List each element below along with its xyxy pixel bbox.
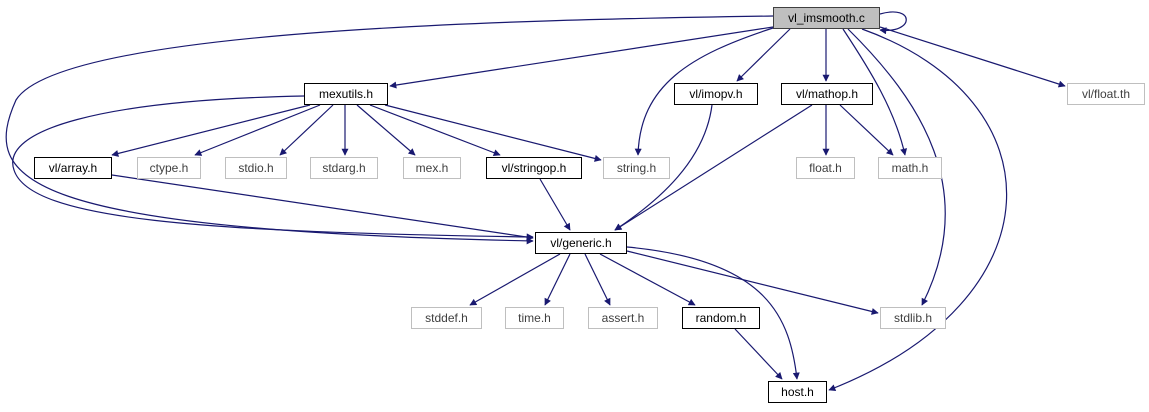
node-vl-mathop-h[interactable]: vl/mathop.h [781, 83, 873, 105]
edge-vl-imsmooth-c-to-vl-imopv-h [736, 28, 791, 82]
node-mexutils-h[interactable]: mexutils.h [304, 83, 388, 105]
node-float-h: float.h [796, 157, 855, 179]
node-vl-array-h[interactable]: vl/array.h [34, 157, 112, 179]
edge-vl-imsmooth-c-to-vl-float-th [879, 26, 1066, 88]
edge-random-h-to-host-h [734, 328, 783, 380]
edge-mexutils-h-to-ctype-h [194, 104, 321, 156]
edge-mexutils-h-to-vl-stringop-h [369, 104, 501, 157]
edge-vl-imsmooth-c-to-host-h [828, 28, 1007, 391]
node-math-h: math.h [878, 157, 942, 179]
edge-mexutils-h-to-vl-array-h [111, 104, 311, 157]
node-vl-generic-h[interactable]: vl/generic.h [535, 232, 627, 254]
node-string-h: string.h [603, 157, 670, 179]
node-random-h[interactable]: random.h [682, 307, 760, 329]
node-vl-imopv-h[interactable]: vl/imopv.h [674, 83, 758, 105]
edge-vl-generic-h-to-host-h [626, 246, 800, 380]
edge-vl-imsmooth-c-to-stdlib-h [847, 28, 946, 306]
node-vl-stringop-h[interactable]: vl/stringop.h [486, 157, 582, 179]
edge-vl-imsmooth-c-to-math-h [842, 28, 908, 156]
node-assert-h: assert.h [588, 307, 658, 329]
node-stdio-h: stdio.h [225, 157, 287, 179]
edge-mexutils-h-to-vl-generic-h [12, 95, 534, 241]
edge-vl-generic-h-to-assert-h [584, 253, 611, 306]
node-vl-imsmooth-c: vl_imsmooth.c [773, 7, 880, 29]
node-vl-float-th: vl/float.th [1067, 83, 1145, 105]
edge-vl-imopv-h-to-vl-generic-h [614, 104, 713, 231]
edge-vl-mathop-h-to-vl-generic-h [614, 104, 813, 231]
edge-mexutils-h-to-stdio-h [279, 104, 334, 156]
edge-mexutils-h-to-string-h [384, 104, 602, 162]
edge-vl-mathop-h-to-math-h [839, 104, 894, 156]
edge-vl-generic-h-to-random-h [599, 253, 696, 306]
edge-vl-generic-h-to-stddef-h [469, 253, 561, 306]
edge-vl-stringop-h-to-vl-generic-h [539, 178, 571, 231]
node-stdarg-h: stdarg.h [310, 157, 378, 179]
node-mex-h: mex.h [403, 157, 461, 179]
edge-vl-imsmooth-c-to-mexutils-h [389, 26, 774, 89]
edge-vl-imsmooth-c-to-vl-imsmooth-c [879, 11, 907, 35]
edge-vl-generic-h-to-stdlib-h [626, 250, 879, 315]
edge-vl-generic-h-to-time-h [544, 253, 571, 306]
edge-vl-imsmooth-c-to-string-h [634, 27, 774, 156]
node-ctype-h: ctype.h [137, 157, 201, 179]
node-stddef-h: stddef.h [411, 307, 482, 329]
edge-mexutils-h-to-mex-h [356, 104, 416, 156]
node-host-h[interactable]: host.h [768, 381, 827, 403]
node-time-h: time.h [505, 307, 564, 329]
node-stdlib-h: stdlib.h [880, 307, 946, 329]
edge-vl-array-h-to-vl-generic-h [111, 174, 534, 241]
edge-vl-imsmooth-c-to-vl-generic-h [5, 15, 774, 245]
